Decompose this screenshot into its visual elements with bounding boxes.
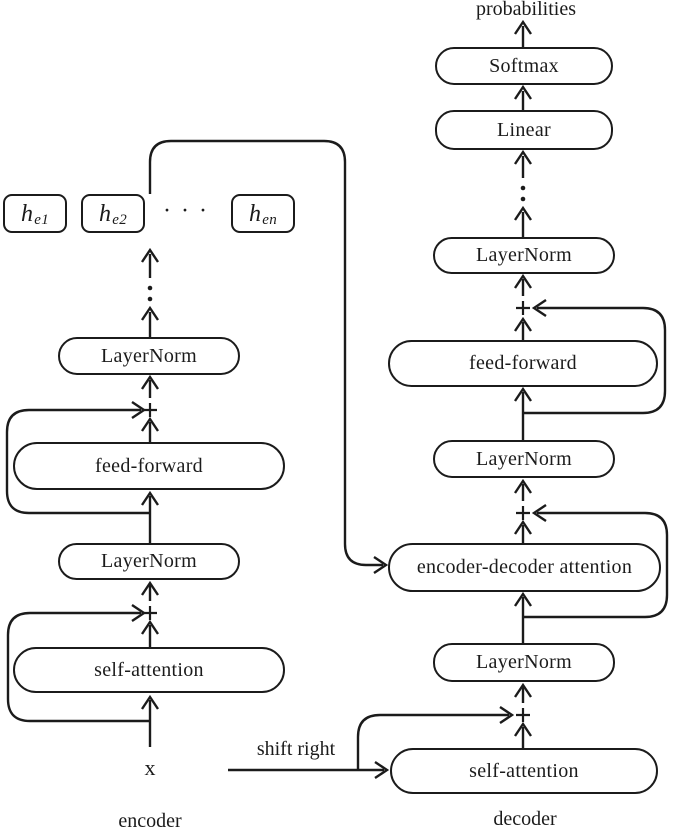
decoder-feed-forward-box: feed-forward (388, 340, 658, 387)
encoder-feed-forward-label: feed-forward (95, 454, 203, 477)
linear-box: Linear (435, 110, 613, 150)
linear-label: Linear (497, 118, 551, 141)
decoder-to-linear-arrow (514, 149, 532, 178)
decoder-edattention-residual-connector (523, 504, 669, 619)
decoder-sum-to-layernorm-arrow (514, 682, 532, 703)
hen-subscript-label: en (262, 212, 278, 228)
decoder-sum1-icon (516, 708, 530, 722)
encoder-feed-forward-box: feed-forward (13, 442, 285, 490)
decoder-sum-to-layernorm2-arrow (514, 478, 532, 501)
decoder-edattention-to-sum-arrow (514, 519, 532, 543)
decoder-self-attention-box: self-attention (390, 748, 658, 794)
encoder-sum-icon (143, 606, 157, 620)
softmax-label: Softmax (489, 54, 559, 77)
probabilities-label: probabilities (476, 0, 576, 20)
encoder-sum-to-layernorm2-arrow (141, 374, 159, 398)
decoder-layernorm-2-box: LayerNorm (433, 440, 615, 478)
decoder-stack-ellipsis-dots (520, 185, 526, 202)
encoder-self-attention-to-sum-arrow (141, 619, 159, 647)
encoder-sum2-icon (143, 403, 157, 417)
encoder-layernorm-2-box: LayerNorm (58, 337, 240, 375)
decoder-layernorm-1-label: LayerNorm (476, 651, 572, 673)
softmax-to-probabilities-arrow (514, 19, 532, 47)
encoder-feedforward-to-sum-arrow (141, 416, 159, 442)
decoder-layernorm-to-edattention-arrow (514, 591, 532, 643)
decoder-caption: decoder (493, 808, 557, 830)
encoder-layernorm-1-label: LayerNorm (101, 550, 197, 572)
he2-base-label: h (98, 200, 112, 227)
decoder-self-attention-residual-connector (356, 706, 515, 770)
decoder-self-attention-to-sum-arrow (514, 721, 532, 748)
he2-subscript-label: e2 (112, 212, 128, 228)
encoder-layernorm-2-label: LayerNorm (101, 344, 197, 367)
decoder-layernorm-3-label: LayerNorm (476, 244, 572, 266)
decoder-layernorm-1-box: LayerNorm (433, 643, 615, 682)
softmax-box: Softmax (435, 47, 613, 85)
encoder-to-decoder-connector (148, 139, 389, 574)
decoder-layernorm3-output-arrow (514, 205, 532, 237)
encoder-layernorm2-output-arrow (141, 305, 159, 337)
encoder-self-attention-label: self-attention (94, 658, 204, 681)
linear-to-softmax-arrow (514, 84, 532, 110)
decoder-layernorm-2-label: LayerNorm (476, 447, 572, 470)
decoder-feedforward-to-sum-arrow (514, 316, 532, 340)
encoder-caption: encoder (118, 810, 182, 832)
decoder-sum2-icon (516, 506, 530, 520)
decoder-self-attention-label: self-attention (469, 759, 579, 782)
encoder-sum-to-layernorm-arrow (141, 580, 159, 601)
he1-base-label: h (20, 200, 34, 227)
encoder-self-attention-box: self-attention (13, 647, 285, 693)
decoder-sum3-icon (516, 301, 530, 315)
decoder-sum-to-layernorm3-arrow (514, 273, 532, 296)
encoder-layernorm-to-feedforward-arrow (141, 490, 159, 543)
encoder-decoder-attention-label: encoder-decoder attention (416, 556, 633, 578)
encoder-outputs-ellipsis: · · · (163, 198, 209, 224)
hen-base-label: h (248, 200, 262, 227)
encoder-decoder-attention-box: encoder-decoder attention (388, 543, 661, 592)
decoder-layernorm-3-box: LayerNorm (433, 237, 615, 274)
shift-right-label: shift right (256, 738, 336, 760)
encoder-input-x-label: x (144, 755, 156, 780)
encoder-layernorm-1-box: LayerNorm (58, 543, 240, 580)
decoder-feed-forward-label: feed-forward (469, 352, 577, 374)
decoder-layernorm2-to-feedforward-arrow (514, 386, 532, 440)
decoder-feedforward-residual-connector (523, 299, 667, 415)
encoder-to-outputs-arrow (141, 247, 159, 278)
he1-subscript-label: e1 (34, 212, 50, 228)
shift-right-input-arrow (228, 761, 390, 779)
encoder-input-arrow (141, 694, 159, 747)
encoder-stack-ellipsis-dots (147, 285, 153, 302)
